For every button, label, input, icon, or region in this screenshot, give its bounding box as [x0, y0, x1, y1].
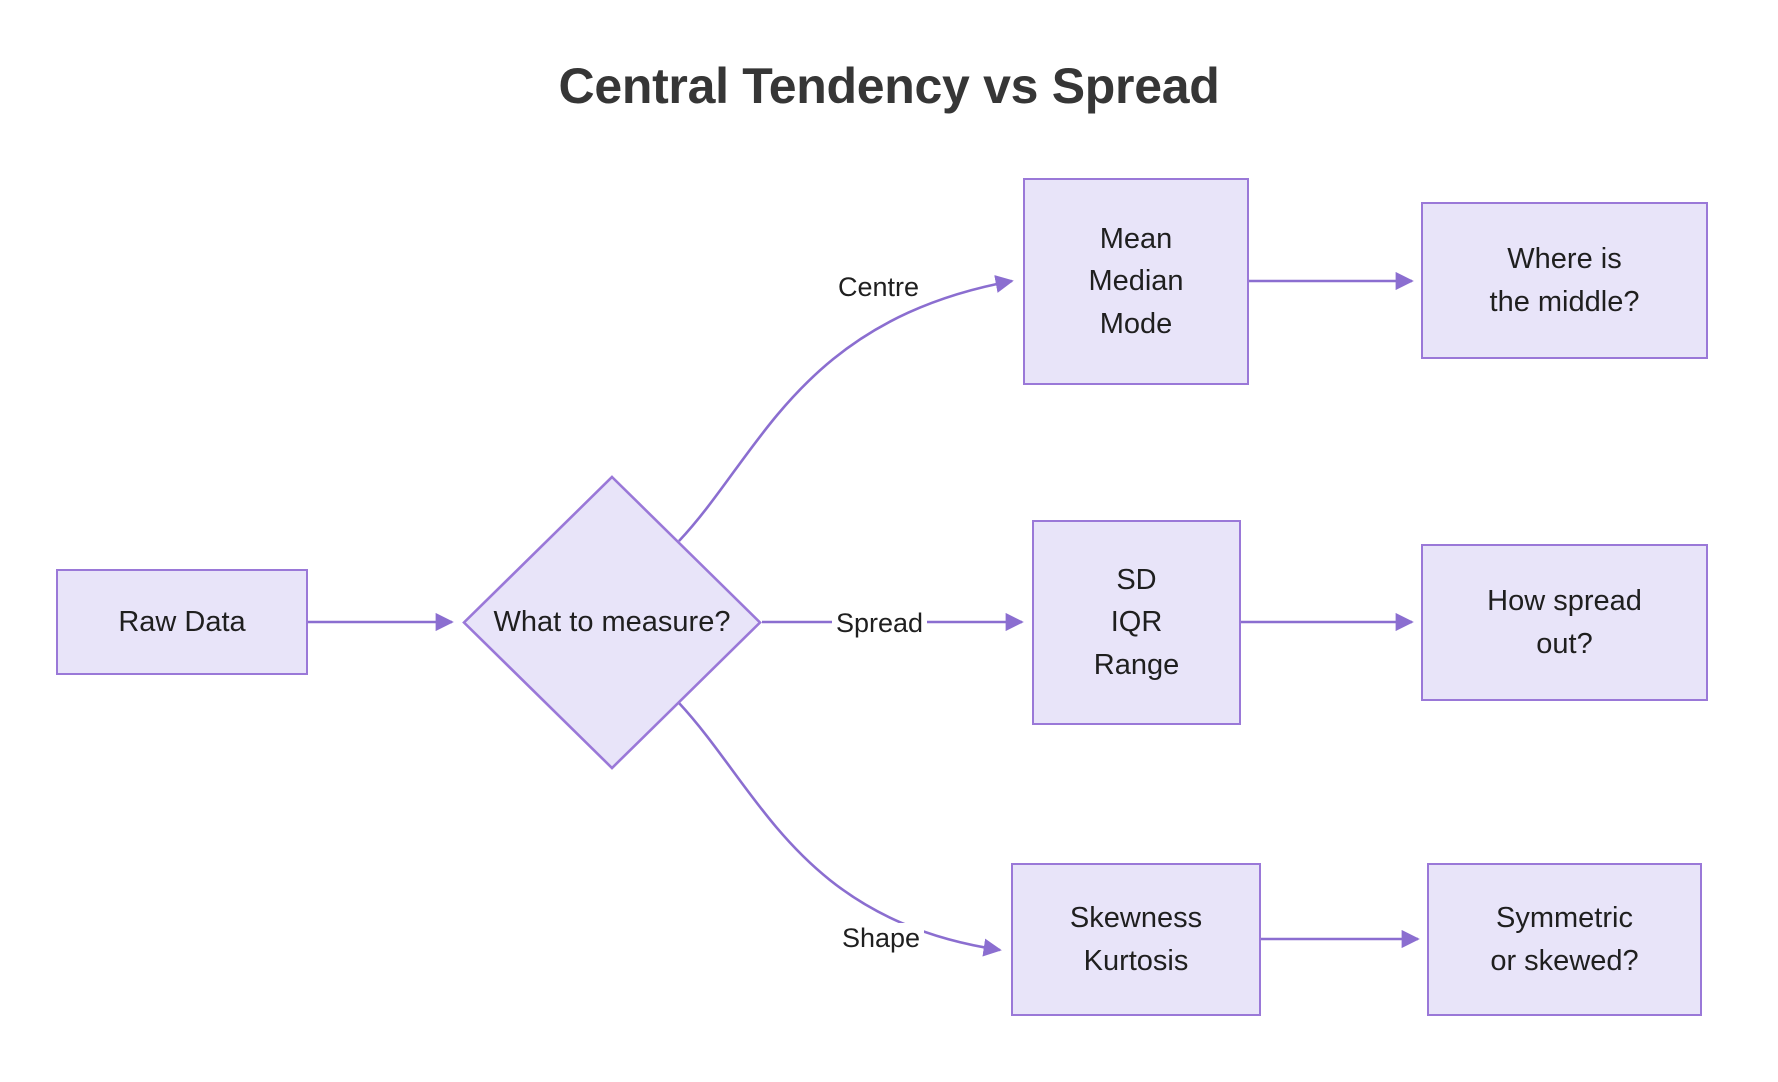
- node-centre-measures-line1: Mean: [1099, 223, 1173, 256]
- node-shape-question[interactable]: Symmetric or skewed?: [1427, 863, 1702, 1016]
- node-spread-measures-line3: Range: [1093, 648, 1180, 681]
- node-raw-data-label: Raw Data: [118, 605, 246, 638]
- edge-label-centre: Centre: [834, 272, 924, 303]
- node-spread-question[interactable]: How spread out?: [1421, 544, 1708, 701]
- diamond-shape-icon: [462, 475, 762, 770]
- node-centre-measures-line3: Mode: [1099, 307, 1173, 340]
- node-raw-data[interactable]: Raw Data: [56, 569, 308, 675]
- node-centre-question-line2: the middle?: [1489, 285, 1640, 318]
- node-centre-measures-line2: Median: [1088, 265, 1184, 298]
- node-shape-measures[interactable]: Skewness Kurtosis: [1011, 863, 1261, 1016]
- node-shape-question-line1: Symmetric: [1496, 902, 1633, 935]
- node-centre-question[interactable]: Where is the middle?: [1421, 202, 1708, 359]
- node-spread-question-line1: How spread: [1487, 585, 1642, 618]
- node-spread-measures-line1: SD: [1116, 564, 1157, 597]
- node-shape-measures-line1: Skewness: [1069, 902, 1203, 935]
- node-shape-question-line2: or skewed?: [1490, 944, 1639, 977]
- node-shape-measures-line2: Kurtosis: [1083, 944, 1189, 977]
- page-title: Central Tendency vs Spread: [558, 58, 1220, 114]
- node-spread-measures-line2: IQR: [1110, 606, 1163, 639]
- node-spread-question-line2: out?: [1536, 627, 1593, 660]
- node-decision[interactable]: What to measure?: [462, 475, 762, 770]
- edge-label-spread: Spread: [832, 608, 928, 639]
- node-spread-measures[interactable]: SD IQR Range: [1032, 520, 1241, 725]
- node-centre-measures[interactable]: Mean Median Mode: [1023, 178, 1249, 385]
- node-centre-question-line1: Where is: [1507, 243, 1622, 276]
- edge-label-shape: Shape: [838, 923, 925, 954]
